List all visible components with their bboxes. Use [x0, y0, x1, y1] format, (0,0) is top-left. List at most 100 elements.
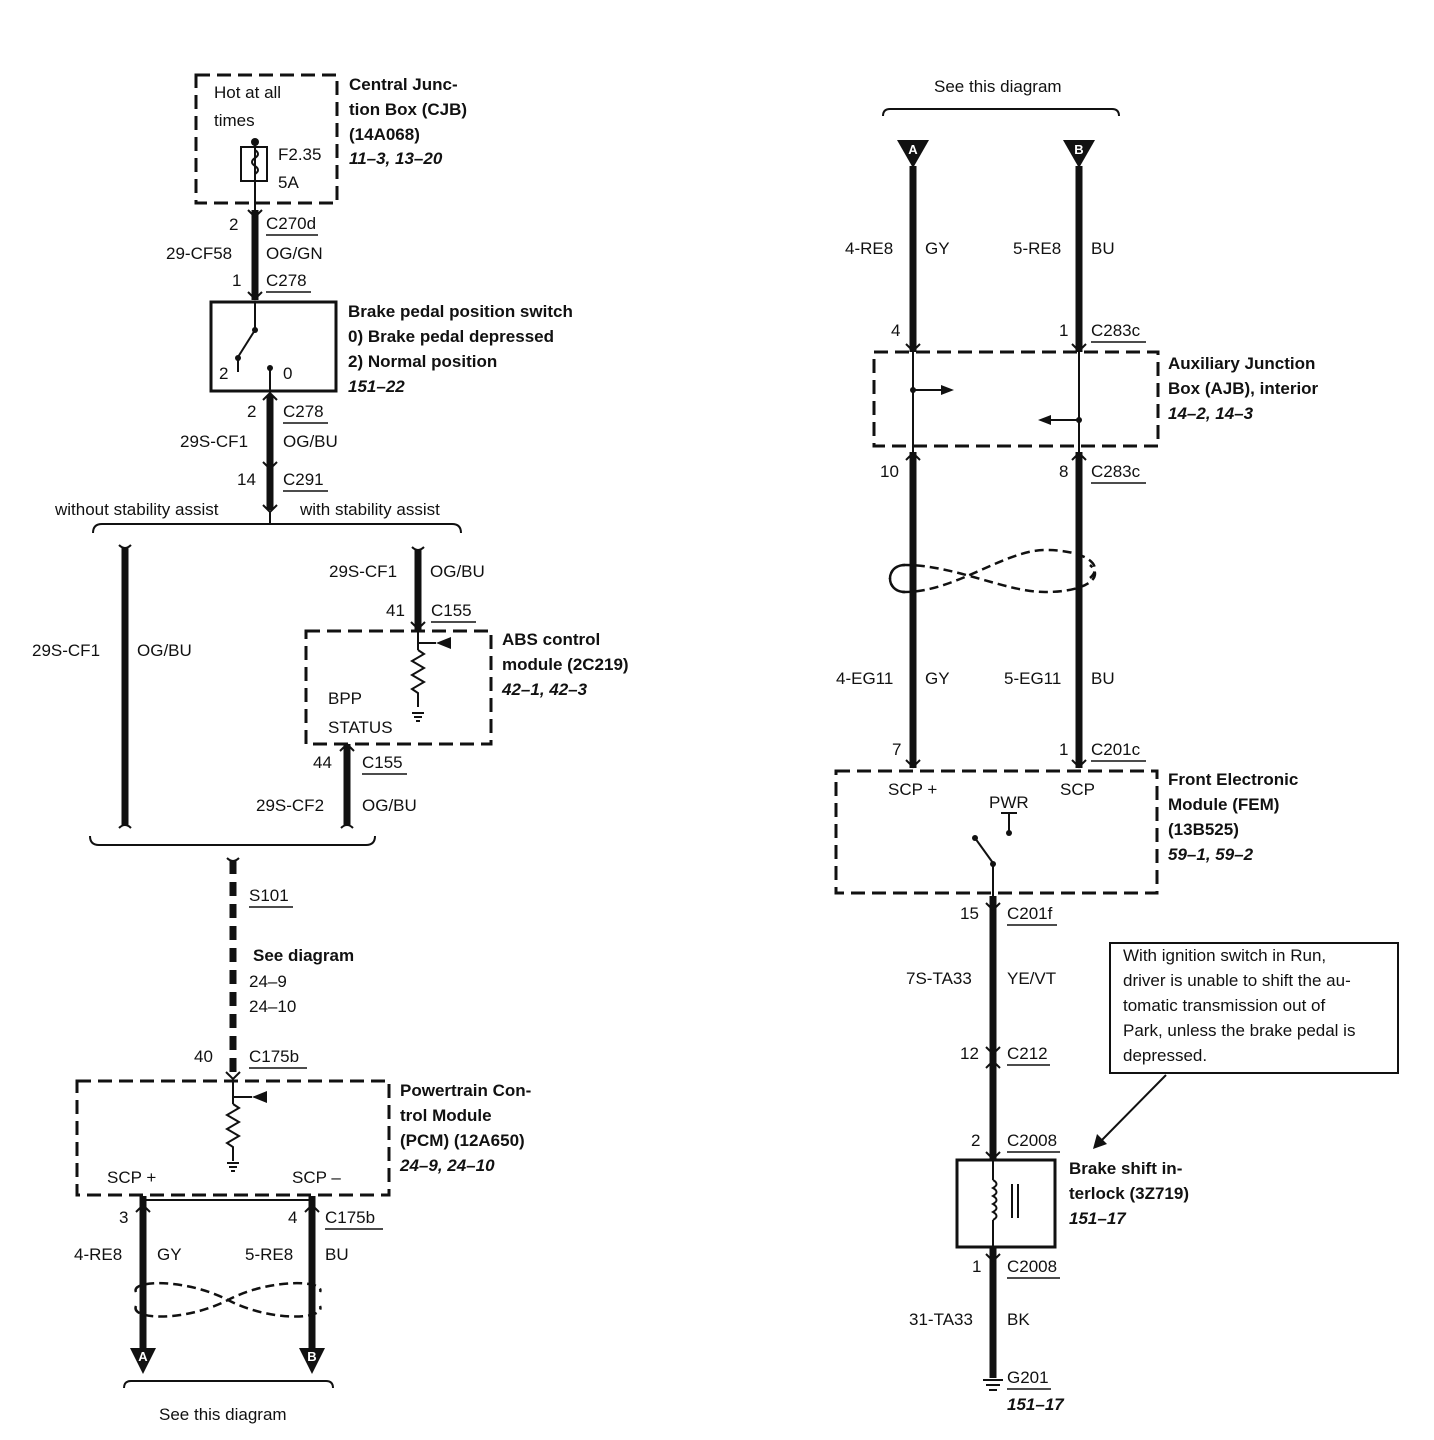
- abs-control-module: BPP STATUS ABS control module (2C219) 42…: [304, 629, 629, 746]
- s101-label: S101: [249, 886, 289, 905]
- connector-b-bottom-label: B: [307, 1349, 316, 1364]
- wire-5re8-right-color: BU: [1091, 239, 1115, 258]
- fem-pwr: PWR: [989, 793, 1029, 812]
- c175b-pin-4: 4: [288, 1208, 297, 1227]
- c283c-top-pin-1: 1: [1059, 321, 1068, 340]
- pcm-title-line3: (PCM) (12A650): [400, 1131, 525, 1150]
- brake-shift-interlock: Brake shift in- terlock (3Z719) 151–17: [955, 1158, 1189, 1249]
- connector-b-top-label: B: [1074, 142, 1083, 157]
- wire-bk-circuit: 31-TA33: [909, 1310, 973, 1329]
- c278-top-connector: C278: [266, 271, 307, 290]
- note-line-2: driver is unable to shift the au-: [1123, 971, 1351, 990]
- connector-a-bottom-label: A: [138, 1349, 148, 1364]
- wire-ta33-circuit: 7S-TA33: [906, 969, 972, 988]
- pcm-title-line2: trol Module: [400, 1106, 492, 1125]
- wire-eg11-pair: 10 8 C283c 4-EG11 GY 5-EG11 BU 7 1 C201c: [836, 451, 1146, 769]
- c201c-connector: C201c: [1091, 740, 1141, 759]
- bpp-switch-title: Brake pedal position switch: [348, 302, 573, 321]
- g201-reference: 151–17: [1007, 1395, 1065, 1414]
- bpp-state-0: 0) Brake pedal depressed: [348, 327, 554, 346]
- wire-cf2-color: OG/BU: [362, 796, 417, 815]
- wire-re8-right-pair: 4-RE8 GY 5-RE8 BU 4 1 C283c: [845, 166, 1146, 353]
- abs-bpp-label: BPP: [328, 689, 362, 708]
- abs-status-label: STATUS: [328, 718, 393, 737]
- wire-cf1-right-color: OG/BU: [430, 562, 485, 581]
- branch-with-label: with stability assist: [299, 500, 440, 519]
- wire-5eg11-circuit: 5-EG11: [1004, 669, 1061, 688]
- wire-4re8-right-color: GY: [925, 239, 950, 258]
- pcm-title-line1: Powertrain Con-: [400, 1081, 531, 1100]
- switch-position-2: 2: [219, 364, 228, 383]
- c201f-pin: 15: [960, 904, 979, 923]
- top-see-this-diagram: See this diagram: [934, 77, 1062, 96]
- c155-top-pin: 41: [386, 601, 405, 620]
- wire-4re8-left-circuit: 4-RE8: [74, 1245, 122, 1264]
- brake-pedal-position-switch: 2 0 Brake pedal position switch 0) Brake…: [209, 300, 573, 396]
- wire-cf58-circuit: 29-CF58: [166, 244, 232, 263]
- c283c-bottom-pin-10: 10: [880, 462, 899, 481]
- wire-5re8-right-circuit: 5-RE8: [1013, 239, 1061, 258]
- s101-see-diagram: See diagram: [253, 946, 354, 965]
- central-junction-box: Hot at all times F2.35 5A Central Junc- …: [194, 73, 467, 210]
- cjb-reference: 11–3, 13–20: [349, 149, 443, 168]
- c270d-pin: 2: [229, 215, 238, 234]
- g201-label: G201: [1007, 1368, 1049, 1387]
- fem-scp: SCP: [1060, 780, 1095, 799]
- wire-4eg11-color: GY: [925, 669, 950, 688]
- c155-bottom-pin: 44: [313, 753, 332, 772]
- wire-s101-splice: S101 See diagram 24–9 24–10 40 C175b: [194, 857, 354, 1081]
- c278-top-pin: 1: [232, 271, 241, 290]
- pcm-scp-plus: SCP +: [107, 1168, 156, 1187]
- c291-connector: C291: [283, 470, 324, 489]
- top-see-bracket: [882, 108, 1120, 117]
- c2008-bottom-connector: C2008: [1007, 1257, 1057, 1276]
- connector-b-top: B: [1063, 140, 1095, 168]
- connector-a-bottom: A: [130, 1348, 156, 1374]
- wire-29s-cf1-right: 29S-CF1 OG/BU 41 C155: [329, 546, 485, 631]
- cjb-title-line1: Central Junc-: [349, 75, 458, 94]
- bottom-see-bracket: [123, 1380, 334, 1389]
- fem-title-line1: Front Electronic: [1168, 770, 1298, 789]
- wire-4re8-left-color: GY: [157, 1245, 182, 1264]
- cjb-hot-line2: times: [214, 111, 255, 130]
- abs-title-line2: module (2C219): [502, 655, 629, 674]
- bottom-see-this-diagram: See this diagram: [159, 1405, 287, 1424]
- wire-cf1-upper-circuit: 29S-CF1: [180, 432, 248, 451]
- fuse-label: F2.35: [278, 145, 321, 164]
- bsi-reference: 151–17: [1069, 1209, 1127, 1228]
- note-line-1: With ignition switch in Run,: [1123, 946, 1326, 965]
- connector-a-top: A: [897, 140, 929, 168]
- note-line-4: Park, unless the brake pedal is: [1123, 1021, 1355, 1040]
- c2008-bottom-pin: 1: [972, 1257, 981, 1276]
- wire-cf58-color: OG/GN: [266, 244, 323, 263]
- wire-4re8-right-circuit: 4-RE8: [845, 239, 893, 258]
- wire-29-cf58: 2 C270d 29-CF58 OG/GN 1 C278: [166, 209, 323, 301]
- powertrain-control-module: SCP + SCP – Powertrain Con- trol Module …: [75, 1079, 531, 1197]
- c212-pin: 12: [960, 1044, 979, 1063]
- wire-31-ta33: 1 C2008 31-TA33 BK: [909, 1247, 1060, 1378]
- wire-4eg11-circuit: 4-EG11: [836, 669, 893, 688]
- wire-pcm-twisted-pair: 3 4 C175b 4-RE8 GY 5-RE8 BU: [74, 1196, 383, 1350]
- auxiliary-junction-box: Auxiliary Junction Box (AJB), interior 1…: [872, 350, 1319, 452]
- fem-part-number: (13B525): [1168, 820, 1239, 839]
- wire-ta33-color: YE/VT: [1007, 969, 1056, 988]
- c270d-connector: C270d: [266, 214, 316, 233]
- c201c-pin-7: 7: [892, 740, 901, 759]
- wire-cf1-left-circuit: 29S-CF1: [32, 641, 100, 660]
- c2008-top-connector: C2008: [1007, 1131, 1057, 1150]
- s101-ref-1: 24–9: [249, 972, 287, 991]
- c155-bottom-connector: C155: [362, 753, 403, 772]
- c283c-bottom-pin-8: 8: [1059, 462, 1068, 481]
- bpp-reference: 151–22: [348, 377, 405, 396]
- ajb-reference: 14–2, 14–3: [1168, 404, 1254, 423]
- c283c-top-connector: C283c: [1091, 321, 1141, 340]
- c175b-top-connector: C175b: [249, 1047, 299, 1066]
- bsi-title-line1: Brake shift in-: [1069, 1159, 1182, 1178]
- fem-reference: 59–1, 59–2: [1168, 845, 1254, 864]
- wire-cf2-circuit: 29S-CF2: [256, 796, 324, 815]
- ajb-title-line1: Auxiliary Junction: [1168, 354, 1315, 373]
- bsi-title-line2: terlock (3Z719): [1069, 1184, 1189, 1203]
- ajb-title-line2: Box (AJB), interior: [1168, 379, 1319, 398]
- s101-ref-2: 24–10: [249, 997, 296, 1016]
